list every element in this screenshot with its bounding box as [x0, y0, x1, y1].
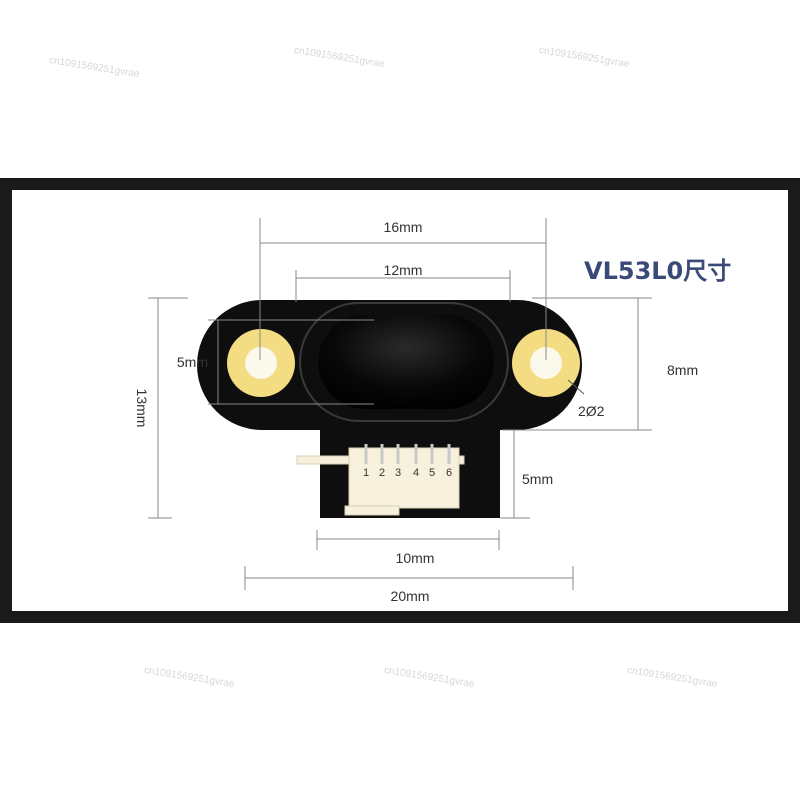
- connector-latch-bottom: [344, 505, 400, 516]
- connector-pin: [380, 444, 384, 464]
- watermark: cn1091569251gvrae: [293, 45, 386, 71]
- dim-label-16mm: 16mm: [384, 219, 423, 235]
- dimension-lines: [148, 218, 652, 590]
- dim-label-12mm: 12mm: [384, 262, 423, 278]
- dim-label-hole-diameter: 2Ø2: [578, 403, 605, 419]
- watermark: cn1091569251gvrae: [383, 665, 476, 691]
- diagram-title: VL53L0尺寸: [584, 257, 731, 285]
- dim-label-13mm: 13mm: [134, 389, 150, 428]
- dim-label-5mm-tab: 5mm: [522, 471, 553, 487]
- dim-label-8mm: 8mm: [667, 362, 698, 378]
- connector-pin: [447, 444, 451, 464]
- dim-label-5mm-pad: 5mm: [177, 354, 208, 370]
- connector: 1 2 3 4 5 6: [296, 444, 465, 516]
- connector-pin: [430, 444, 434, 464]
- sensor-lens: [318, 315, 494, 409]
- left-mounting-hole: [245, 347, 277, 379]
- watermark: cn1091569251gvrae: [538, 45, 631, 71]
- connector-pin: [414, 444, 418, 464]
- connector-pin: [396, 444, 400, 464]
- pin-label: 1: [363, 467, 369, 479]
- watermark: cn1091569251gvrae: [48, 55, 141, 81]
- pin-label: 2: [379, 467, 385, 479]
- lens-housing: [299, 302, 509, 422]
- pin-label: 3: [395, 467, 401, 479]
- pin-label: 6: [446, 467, 452, 479]
- watermark: cn1091569251gvrae: [143, 665, 236, 691]
- pin-label: 4: [413, 467, 419, 479]
- dim-label-10mm: 10mm: [396, 550, 435, 566]
- dim-label-20mm: 20mm: [391, 588, 430, 604]
- pin-label: 5: [429, 467, 435, 479]
- watermark: cn1091569251gvrae: [626, 665, 719, 691]
- hole-leader-line: [567, 379, 585, 395]
- dimension-diagram: VL53L0尺寸 1 2 3 4: [134, 218, 731, 604]
- right-mounting-hole: [530, 347, 562, 379]
- diagram-frame: VL53L0尺寸 1 2 3 4: [0, 178, 800, 623]
- diagram-panel: VL53L0尺寸 1 2 3 4: [12, 190, 788, 611]
- connector-pin: [364, 444, 368, 464]
- connector-latch-left: [296, 455, 350, 465]
